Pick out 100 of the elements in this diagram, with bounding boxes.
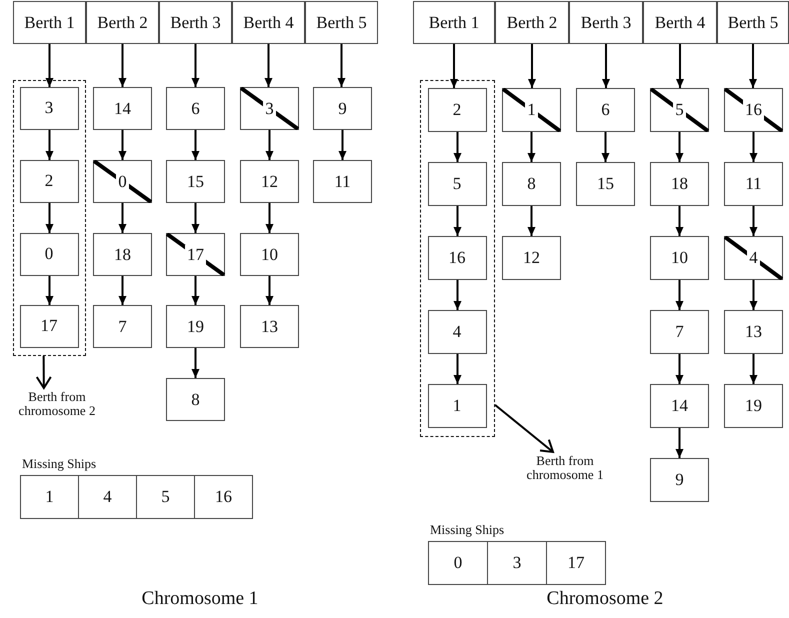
dashed-selection-box bbox=[13, 80, 86, 356]
berth-header: Berth 5 bbox=[305, 1, 378, 44]
ship-box: 10 bbox=[650, 236, 709, 280]
arrow bbox=[450, 44, 458, 88]
arrow bbox=[192, 203, 200, 233]
arrow bbox=[454, 280, 462, 310]
ship-box: 16 bbox=[428, 236, 486, 280]
table-cell: 16 bbox=[194, 475, 253, 519]
ship-box: 3 bbox=[20, 86, 78, 130]
table-cell: 17 bbox=[546, 541, 606, 585]
ship-box: 2 bbox=[428, 88, 486, 132]
chromosome-caption: Chromosome 2 bbox=[546, 588, 664, 610]
arrow bbox=[749, 44, 757, 88]
table-cell: 3 bbox=[487, 541, 547, 585]
arrow bbox=[676, 280, 684, 310]
arrow bbox=[36, 356, 52, 389]
arrow bbox=[602, 44, 610, 88]
arrow bbox=[750, 132, 758, 162]
ship-box: 6 bbox=[166, 87, 225, 130]
ship-box: 5 bbox=[428, 162, 486, 206]
table-heading: Missing Ships bbox=[430, 522, 504, 538]
arrow bbox=[676, 428, 684, 458]
arrow bbox=[192, 130, 200, 160]
ship-box: 8 bbox=[166, 378, 225, 421]
table-heading: Missing Ships bbox=[22, 456, 96, 472]
table-cell: 0 bbox=[428, 541, 488, 585]
ship-box: 8 bbox=[502, 162, 561, 206]
ship-box: 12 bbox=[240, 160, 299, 203]
arrow bbox=[46, 44, 54, 87]
berth-header: Berth 2 bbox=[495, 1, 569, 44]
arrow bbox=[266, 130, 274, 160]
berth-header: Berth 1 bbox=[13, 1, 86, 44]
ship-box: 9 bbox=[313, 87, 372, 130]
dashed-selection-box bbox=[420, 80, 495, 437]
arrow bbox=[676, 206, 684, 236]
arrow bbox=[264, 44, 272, 87]
arrow bbox=[118, 203, 126, 233]
table-cell: 5 bbox=[136, 475, 195, 519]
ship-box: 14 bbox=[93, 87, 152, 130]
arrow bbox=[192, 276, 200, 305]
ship-box: 4 bbox=[428, 310, 486, 354]
ship-box: 7 bbox=[93, 305, 152, 348]
ship-box: 19 bbox=[724, 384, 783, 428]
ship-box: 15 bbox=[576, 162, 635, 206]
berth-header: Berth 4 bbox=[232, 1, 305, 44]
ship-box: 11 bbox=[313, 160, 372, 203]
arrow bbox=[454, 354, 462, 384]
berth-header: Berth 5 bbox=[717, 1, 789, 44]
arrow bbox=[266, 276, 274, 305]
arrow bbox=[118, 130, 126, 160]
berth-header: Berth 2 bbox=[86, 1, 159, 44]
arrow bbox=[676, 44, 684, 88]
ship-box: 10 bbox=[240, 233, 299, 276]
arrow bbox=[676, 132, 684, 162]
arrow bbox=[454, 206, 462, 236]
arrow bbox=[192, 348, 200, 378]
ship-box: 11 bbox=[724, 162, 783, 206]
ship-box: 19 bbox=[166, 305, 225, 348]
ship-box: 15 bbox=[166, 160, 225, 203]
arrow bbox=[192, 44, 200, 87]
berth-header: Berth 3 bbox=[159, 1, 232, 44]
ship-box: 13 bbox=[724, 310, 783, 354]
arrow bbox=[750, 206, 758, 236]
arrow bbox=[676, 354, 684, 384]
arrow bbox=[118, 276, 126, 305]
ship-box: 14 bbox=[650, 384, 709, 428]
arrow bbox=[454, 132, 462, 162]
ship-box: 0 bbox=[20, 232, 78, 276]
ship-box: 18 bbox=[93, 233, 152, 276]
arrow bbox=[338, 130, 346, 160]
arrow bbox=[750, 280, 758, 310]
ship-box: 17 bbox=[20, 304, 78, 348]
arrow bbox=[46, 130, 54, 160]
arrow bbox=[118, 44, 126, 87]
berth-header: Berth 4 bbox=[643, 1, 717, 44]
ship-box: 2 bbox=[20, 160, 78, 202]
arrow bbox=[266, 203, 274, 233]
ship-box: 9 bbox=[650, 458, 709, 502]
berth-header: Berth 1 bbox=[413, 1, 495, 44]
arrow bbox=[46, 276, 54, 305]
arrow bbox=[46, 203, 54, 233]
arrow bbox=[528, 206, 536, 236]
arrow bbox=[494, 404, 554, 453]
ship-box: 7 bbox=[650, 310, 709, 354]
ship-box: 6 bbox=[576, 88, 635, 132]
note-text: Berth from chromosome 2 bbox=[10, 388, 104, 420]
arrow bbox=[602, 132, 610, 162]
berth-header: Berth 3 bbox=[569, 1, 643, 44]
ship-box: 13 bbox=[240, 305, 299, 348]
chromosome-caption: Chromosome 1 bbox=[140, 588, 260, 610]
arrow bbox=[338, 44, 346, 87]
ship-box: 18 bbox=[650, 162, 709, 206]
arrow bbox=[528, 44, 536, 88]
table-cell: 1 bbox=[20, 475, 79, 519]
arrow bbox=[528, 132, 536, 162]
ship-box: 1 bbox=[428, 384, 486, 428]
table-cell: 4 bbox=[78, 475, 137, 519]
note-text: Berth from chromosome 1 bbox=[515, 452, 615, 484]
arrow bbox=[750, 354, 758, 384]
ship-box: 12 bbox=[502, 236, 561, 280]
